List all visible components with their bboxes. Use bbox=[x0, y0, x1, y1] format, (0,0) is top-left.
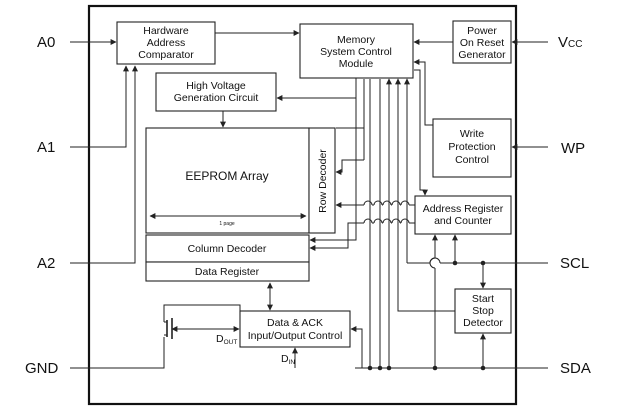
page-label: 1 page bbox=[219, 221, 235, 227]
pin-scl-label: SCL bbox=[560, 255, 589, 272]
pin-sda-label: SDA bbox=[560, 360, 591, 377]
svg-text:Power: Power bbox=[467, 25, 497, 37]
svg-text:Data Register: Data Register bbox=[195, 266, 260, 278]
data-ack-io-control: Data & ACK Input/Output Control bbox=[239, 310, 351, 348]
wires bbox=[70, 30, 548, 371]
pin-a1-label: A1 bbox=[37, 139, 55, 156]
svg-text:and Counter: and Counter bbox=[434, 215, 492, 227]
svg-text:Stop: Stop bbox=[472, 305, 494, 317]
svg-text:Hardware: Hardware bbox=[143, 25, 189, 37]
svg-text:Control: Control bbox=[455, 154, 489, 166]
eeprom-array: EEPROM Array 1 page bbox=[145, 127, 310, 234]
svg-text:Generator: Generator bbox=[458, 49, 506, 61]
high-voltage-generation-circuit: High Voltage Generation Circuit bbox=[155, 72, 277, 112]
chip-outline bbox=[87, 4, 518, 406]
column-decoder: Column Decoder bbox=[145, 234, 310, 263]
svg-text:High Voltage: High Voltage bbox=[186, 80, 246, 92]
row-decoder: Row Decoder bbox=[308, 127, 336, 234]
write-protection-control: Write Protection Control bbox=[432, 118, 512, 178]
pin-vcc-label: VCC bbox=[558, 34, 582, 51]
svg-text:On Reset: On Reset bbox=[460, 37, 504, 49]
svg-text:Address: Address bbox=[147, 37, 186, 49]
data-register: Data Register bbox=[145, 261, 310, 282]
din-label: DIN bbox=[281, 353, 295, 366]
pin-gnd-label: GND bbox=[25, 360, 59, 377]
svg-text:Data & ACK: Data & ACK bbox=[267, 317, 323, 329]
svg-text:Module: Module bbox=[339, 58, 374, 70]
pin-a0-label: A0 bbox=[37, 34, 55, 51]
svg-text:Protection: Protection bbox=[448, 141, 495, 153]
address-register-counter: Address Register and Counter bbox=[414, 195, 512, 235]
svg-text:Row Decoder: Row Decoder bbox=[317, 149, 329, 213]
memory-system-control-module: Memory System Control Module bbox=[299, 23, 414, 79]
svg-text:Start: Start bbox=[472, 293, 494, 305]
svg-text:Detector: Detector bbox=[463, 317, 503, 329]
svg-text:Write: Write bbox=[460, 128, 484, 140]
svg-text:Column Decoder: Column Decoder bbox=[188, 243, 267, 255]
svg-text:Address Register: Address Register bbox=[423, 203, 504, 215]
power-on-reset-generator: Power On Reset Generator bbox=[452, 20, 512, 64]
pin-wp-label: WP bbox=[561, 140, 585, 157]
svg-text:Memory: Memory bbox=[337, 34, 376, 46]
dout-label: DOUT bbox=[216, 333, 237, 346]
hardware-address-comparator: Hardware Address Comparator bbox=[116, 21, 216, 65]
svg-text:Generation Circuit: Generation Circuit bbox=[174, 92, 259, 104]
svg-text:Input/Output Control: Input/Output Control bbox=[248, 330, 343, 342]
svg-text:Comparator: Comparator bbox=[138, 49, 194, 61]
pin-a2-label: A2 bbox=[37, 255, 55, 272]
start-stop-detector: Start Stop Detector bbox=[454, 288, 512, 334]
svg-text:EEPROM Array: EEPROM Array bbox=[185, 169, 268, 183]
svg-text:System Control: System Control bbox=[320, 46, 392, 58]
